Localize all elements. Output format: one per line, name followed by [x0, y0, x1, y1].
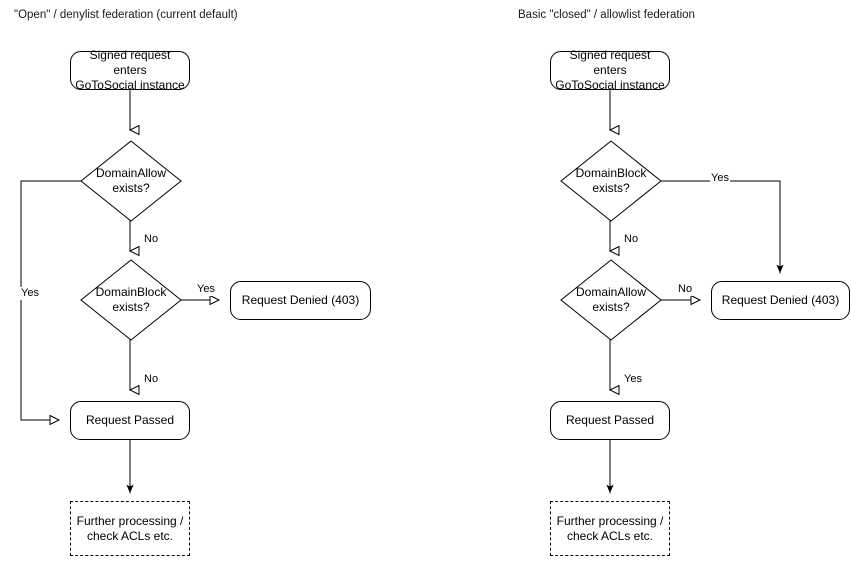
node-entry-right[interactable]: Signed request enters GoToSocial instanc… [550, 48, 670, 92]
node-decision-domainblock-right[interactable]: DomainBlock exists? [560, 140, 662, 222]
node-request-denied-right-label: Request Denied (403) [721, 293, 840, 307]
node-entry-right-label: Signed request enters GoToSocial instanc… [555, 48, 665, 92]
node-entry-left[interactable]: Signed request enters GoToSocial instanc… [70, 48, 190, 92]
node-request-passed-left-label: Request Passed [85, 413, 175, 427]
node-further-processing-left-label: Further processing / check ACLs etc. [76, 513, 184, 543]
edge-r-block-yes-to-denied [660, 180, 784, 274]
node-request-denied-left[interactable]: Request Denied (403) [230, 281, 371, 320]
node-request-passed-right-label: Request Passed [565, 413, 655, 427]
node-decision-domainallow-left[interactable]: DomainAllow exists? [80, 140, 182, 222]
panel-title-closed-allowlist: Basic "closed" / allowlist federation [518, 9, 695, 21]
node-further-processing-left[interactable]: Further processing / check ACLs etc. [70, 501, 190, 556]
node-request-passed-right[interactable]: Request Passed [550, 401, 670, 440]
node-further-processing-right-label: Further processing / check ACLs etc. [556, 513, 664, 543]
panel-title-open-denylist: "Open" / denylist federation (current de… [14, 9, 238, 21]
edge-label-block-yes-left: Yes [196, 283, 216, 296]
node-request-denied-left-label: Request Denied (403) [241, 293, 360, 307]
edge-label-allow-yes-left: Yes [20, 287, 40, 300]
edge-label-block-no-left: No [143, 373, 160, 386]
edge-label-allow-no-left: No [143, 233, 160, 246]
node-request-denied-right[interactable]: Request Denied (403) [711, 281, 850, 320]
edge-allow-yes-to-passed [20, 180, 82, 420]
node-decision-domainallow-right[interactable]: DomainAllow exists? [560, 259, 662, 341]
edge-label-allow-no-right: No [677, 283, 694, 296]
node-request-passed-left[interactable]: Request Passed [70, 401, 190, 440]
edge-label-allow-yes-right: Yes [623, 373, 643, 386]
node-further-processing-right[interactable]: Further processing / check ACLs etc. [550, 501, 670, 556]
node-entry-left-label: Signed request enters GoToSocial instanc… [75, 48, 185, 92]
edge-label-block-yes-right: Yes [710, 172, 730, 185]
node-decision-domainblock-left[interactable]: DomainBlock exists? [80, 259, 182, 341]
edge-label-block-no-right: No [623, 233, 640, 246]
